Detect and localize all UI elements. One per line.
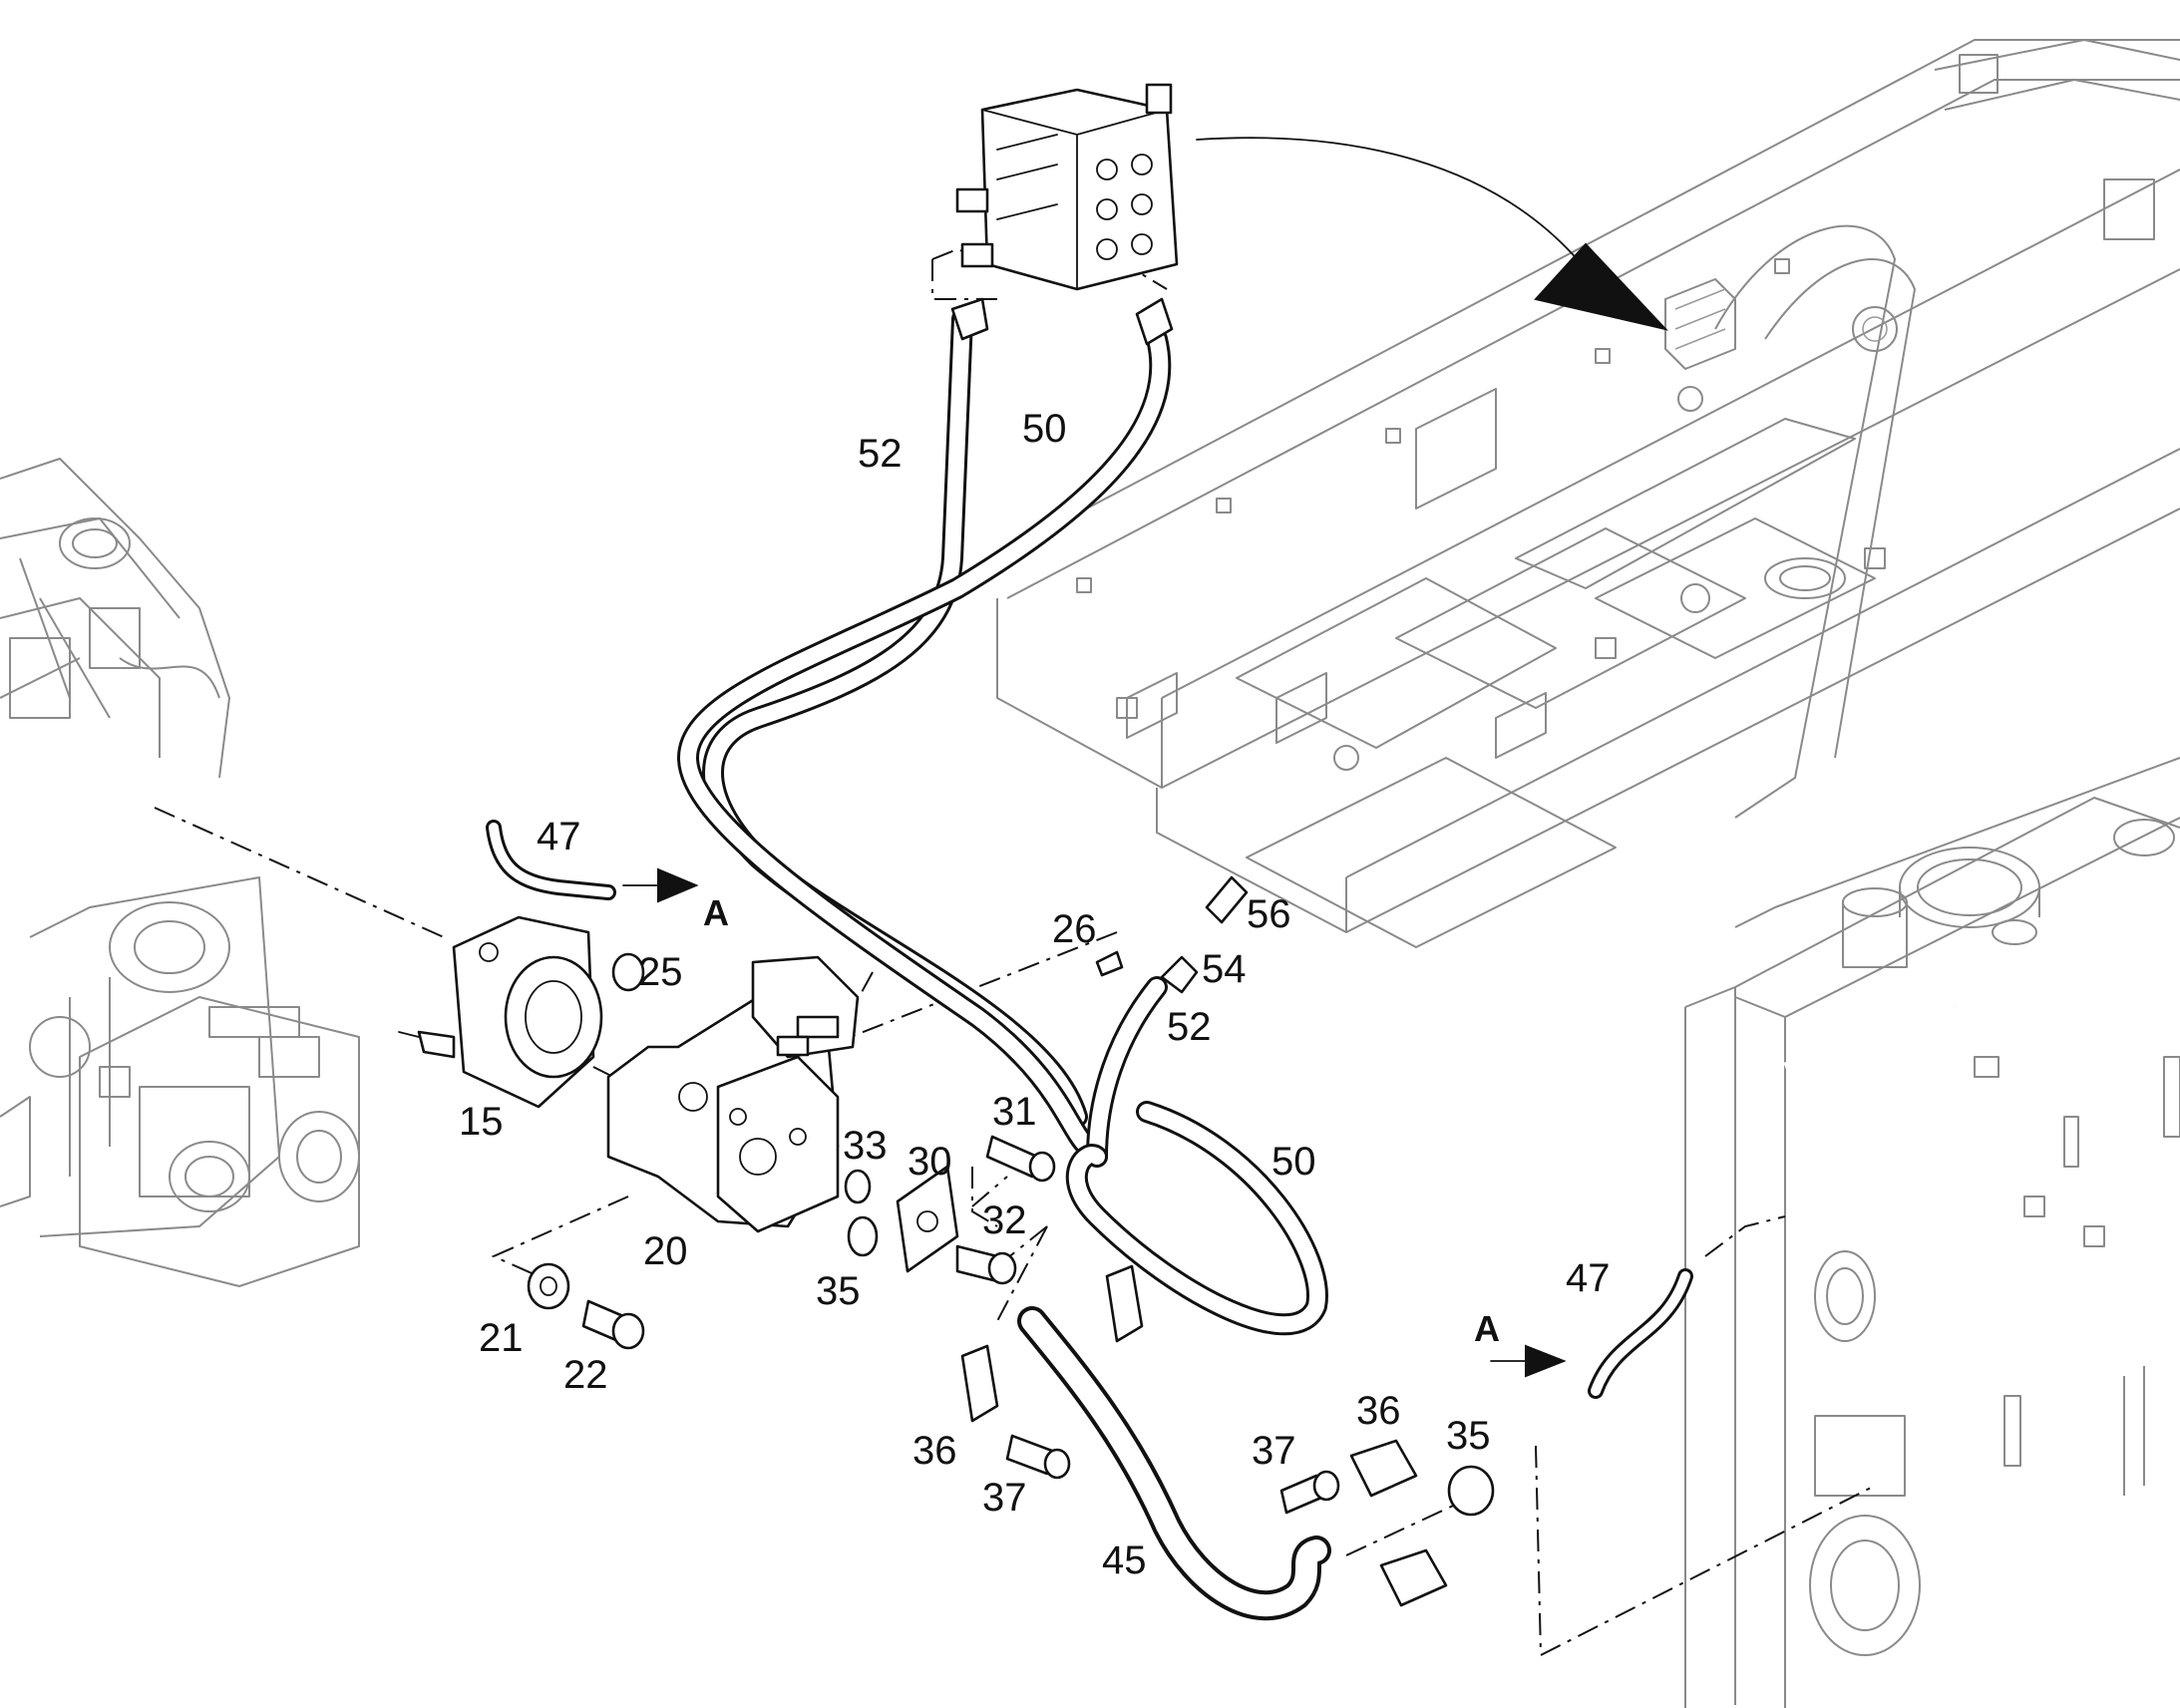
label-47-lower: 47	[1566, 1256, 1611, 1300]
clamp-36c	[1349, 1439, 1418, 1498]
adapter-56	[1205, 875, 1249, 924]
label-37-b: 37	[1252, 1429, 1296, 1473]
label-31: 31	[992, 1090, 1037, 1134]
label-47-upper: 47	[537, 815, 581, 858]
hydraulic-tank	[1684, 757, 2180, 1708]
hydraulic-pump-20	[606, 955, 860, 1233]
control-valve-block	[955, 83, 1179, 291]
location-arrow	[1196, 137, 1587, 270]
label-45: 45	[1102, 1538, 1147, 1582]
clamp-36b	[960, 1344, 999, 1423]
o-ring-35	[847, 1215, 879, 1257]
label-56: 56	[1247, 892, 1291, 936]
label-25: 25	[638, 950, 683, 994]
adapter-housing-15	[398, 915, 603, 1109]
view-arrows	[622, 867, 1567, 1378]
parts	[398, 83, 1668, 1607]
label-37-a: 37	[982, 1476, 1027, 1520]
label-52-lower: 52	[1167, 1005, 1212, 1049]
engine	[0, 458, 360, 1287]
view-marker-a-lower: A	[1474, 1308, 1500, 1349]
elbow-54	[1160, 955, 1199, 994]
label-50-upper: 50	[1022, 407, 1067, 451]
label-35-upper: 35	[816, 1269, 861, 1313]
label-33: 33	[843, 1124, 888, 1168]
label-36-b: 36	[1356, 1389, 1401, 1433]
plug-25	[611, 952, 645, 992]
label-21: 21	[479, 1316, 524, 1360]
label-20: 20	[643, 1229, 688, 1273]
label-22: 22	[563, 1353, 608, 1397]
label-36-c: 36	[912, 1429, 957, 1473]
location-arrowhead	[1534, 242, 1668, 331]
fitting-26	[1095, 950, 1124, 977]
label-52-upper: 52	[858, 432, 903, 476]
label-32: 32	[982, 1198, 1027, 1242]
o-ring-33	[844, 1169, 872, 1204]
label-54: 54	[1202, 947, 1247, 991]
o-ring-35-lower	[1447, 1465, 1495, 1517]
label-26: 26	[1052, 907, 1097, 951]
flange-30	[896, 1165, 959, 1273]
clamp-36a	[1105, 1264, 1144, 1343]
label-15: 15	[459, 1100, 504, 1144]
leader-lines	[154, 247, 1876, 1656]
label-50-lower: 50	[1272, 1140, 1316, 1184]
part-labels: 47 25 15 20 21 22 33 30 35 31 32 26 56 5…	[459, 407, 1611, 1582]
label-35-lower: 35	[1446, 1414, 1491, 1458]
label-30: 30	[908, 1140, 952, 1184]
washer-21	[527, 1262, 570, 1310]
view-marker-a-upper: A	[703, 892, 729, 933]
clamp-36d	[1379, 1548, 1448, 1607]
hoses	[486, 308, 1693, 1621]
machine-frame	[991, 39, 2180, 948]
